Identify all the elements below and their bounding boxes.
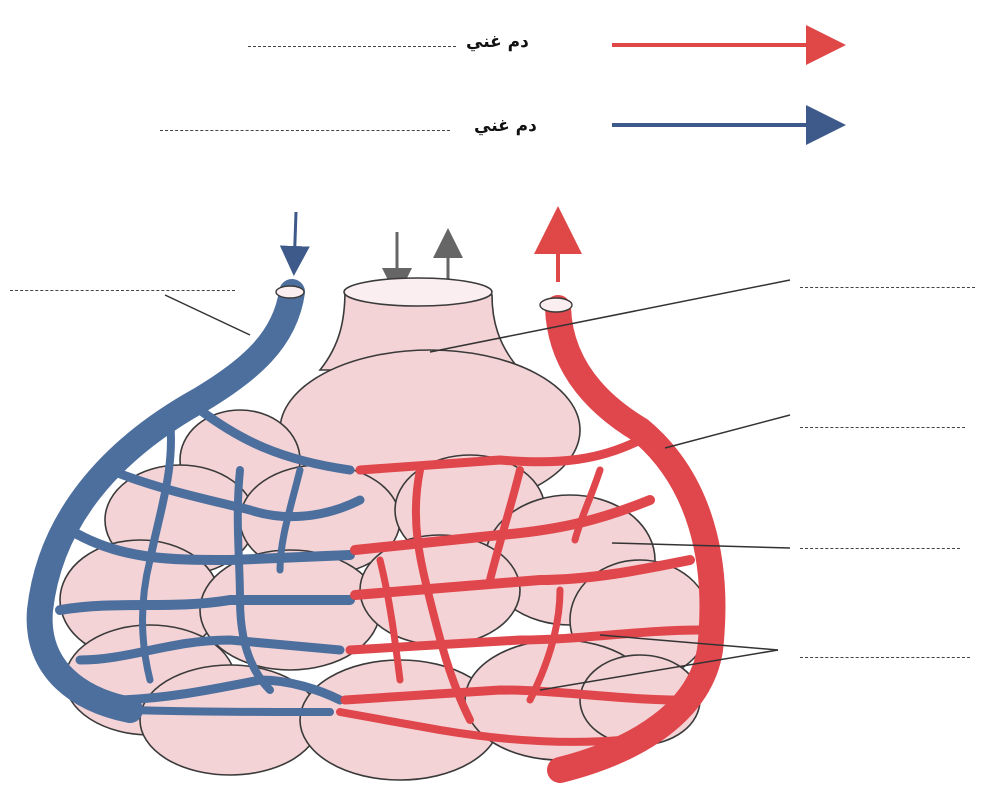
- artery-opening: [540, 298, 572, 312]
- vein-opening: [276, 286, 304, 298]
- blue-inflow-arrow: [294, 212, 296, 270]
